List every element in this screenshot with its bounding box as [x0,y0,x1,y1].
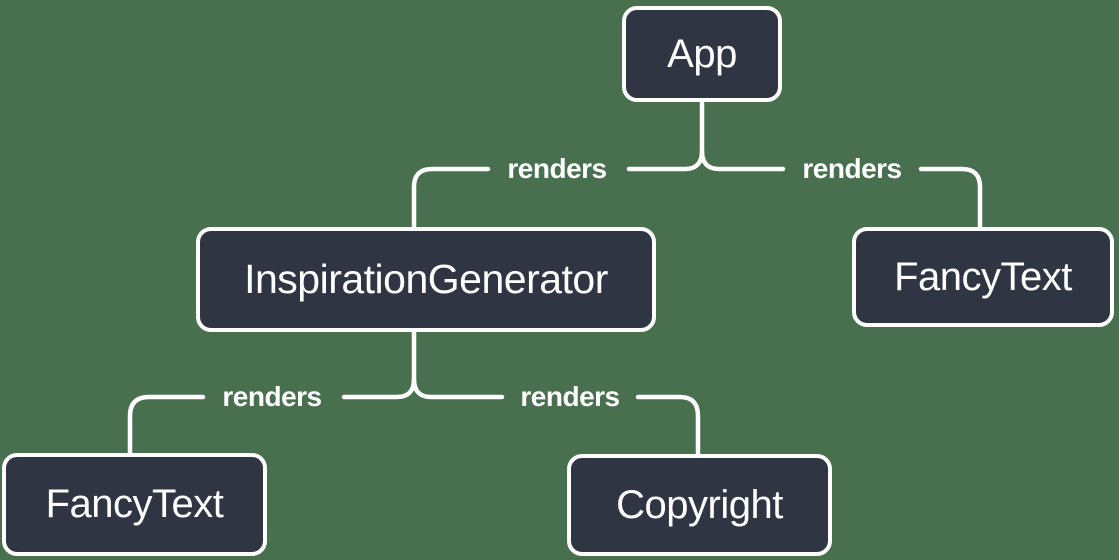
tree-node-app-label: App [667,31,737,76]
tree-node-fancy-text-bottom-label: FancyText [45,482,224,526]
tree-node-fancy-text-bottom: FancyText [2,453,267,556]
edge-inspiration-generator-to-copyright [411,376,701,457]
tree-node-fancy-text-top-label: FancyText [894,254,1072,299]
tree-node-fancy-text-top: FancyText [852,227,1114,327]
tree-node-copyright: Copyright [567,454,832,556]
tree-node-copyright-label: Copyright [616,482,783,527]
tree-node-inspiration-generator-label: InspirationGenerator [244,256,608,302]
edge-label-renders-app-inspiration-generator: renders [507,153,607,184]
edge-label-renders-inspiration-generator-copyright: renders [520,381,620,412]
edge-app-to-fancy-text [699,148,983,230]
edge-label-renders-inspiration-generator-fancy-text: renders [222,381,322,412]
tree-node-app: App [622,6,782,102]
tree-node-inspiration-generator: InspirationGenerator [196,227,656,332]
edge-label-renders-app-fancy-text: renders [802,153,902,184]
